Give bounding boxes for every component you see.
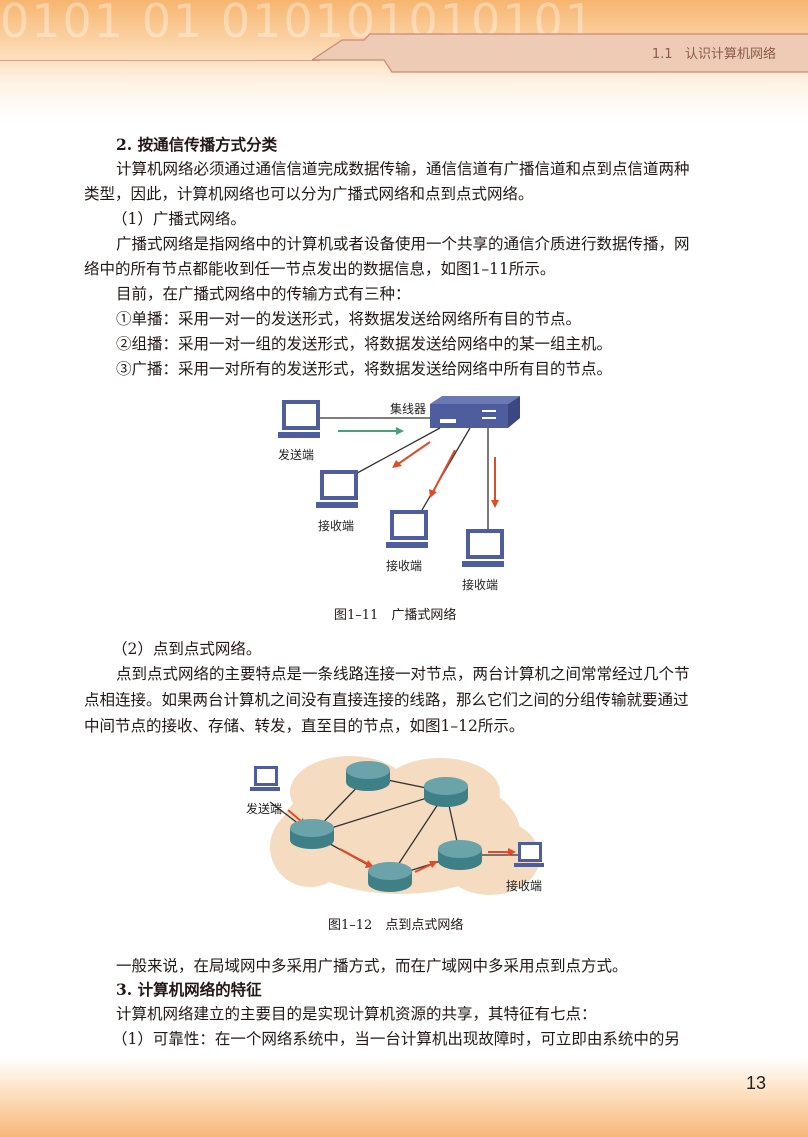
sender-label: 发送端 [278,447,314,462]
subheading-point-to-point: （2）点到点式网络。 [112,640,262,658]
section-title: 认识计算机网络 [684,47,776,62]
router-icon [438,840,482,870]
header-tab-shape [312,33,808,73]
page-header: 0101 01 010101010101 1.1 认识计算机网络 [0,0,808,120]
receiver-computer-icon [462,529,504,567]
receiver-computer-icon [386,510,428,548]
broadcast-network-figure: 集线器 发送端 接收端 接收端 接收端 [278,396,520,592]
header-rule [0,60,320,61]
router-icon [368,862,412,892]
paragraph-line: 目前，在广播式网络中的传输方式有三种： [116,285,411,303]
receiver-label: 接收端 [462,577,498,592]
paragraph-line: 一般来说，在局域网中多采用广播方式，而在广域网中多采用点到点方式。 [116,957,628,975]
receiver-computer-icon [514,842,544,867]
page-number: 13 [746,1073,767,1093]
green-arrow-icon [338,427,404,435]
router-icon [424,777,468,807]
page-footer [0,1058,808,1137]
figure-caption: 图1–12 点到点式网络 [328,918,464,933]
paragraph-line: 点相连接。如果两台计算机之间没有直接连接的线路，那么它们之间的分组传输就要通过 [84,691,689,709]
section-heading-2: 2. 按通信传播方式分类 [116,135,278,154]
paragraph-line: 络中的所有节点都能收到任一节点发出的数据信息，如图1–11所示。 [84,260,556,278]
paragraph-line: 计算机网络必须通过通信信道完成数据传输，通信信道有广播信道和点到点信道两种 [116,160,690,178]
router-icon [346,761,390,791]
subheading-broadcast: （1）广播式网络。 [112,210,246,228]
list-item: ②组播：采用一对一组的发送形式，将数据发送给网络中的某一组主机。 [116,335,613,353]
sender-label: 发送端 [246,801,282,816]
paragraph-line: 类型，因此，计算机网络也可以分为广播式网络和点到点式网络。 [84,185,534,203]
paragraph-line: （1）可靠性：在一个网络系统中，当一台计算机出现故障时，可立即由系统中的另 [112,1030,680,1048]
sender-computer-icon [250,766,280,791]
hub-label: 集线器 [390,401,426,416]
hub-icon [430,396,520,428]
running-header: 1.1 认识计算机网络 [652,43,776,62]
red-arrow-icon [392,441,499,508]
receiver-label: 接收端 [318,518,354,533]
point-to-point-network-figure: 发送端 接收端 [246,756,544,895]
sender-computer-icon [278,400,320,438]
figure-caption: 图1–11 广播式网络 [334,608,457,623]
paragraph-line: 点到点式网络的主要特点是一条线路连接一对节点，两台计算机之间常常经过几个节 [116,665,690,683]
section-heading-3: 3. 计算机网络的特征 [116,980,262,999]
receiver-label: 接收端 [506,878,542,893]
section-number: 1.1 [651,47,673,62]
paragraph-line: 广播式网络是指网络中的计算机或者设备使用一个共享的通信介质进行数据传播，网 [116,235,690,253]
paragraph-line: 中间节点的接收、存储、转发，直至目的节点，如图1–12所示。 [84,717,525,735]
list-item: ③广播：采用一对所有的发送形式，将数据发送给网络中所有目的节点。 [116,360,613,378]
paragraph-line: 计算机网络建立的主要目的是实现计算机资源的共享，其特征有七点： [116,1005,597,1023]
receiver-computer-icon [316,470,358,508]
list-item: ①单播：采用一对一的发送形式，将数据发送给网络所有目的节点。 [116,310,582,328]
router-icon [290,819,334,849]
receiver-label: 接收端 [386,558,422,573]
